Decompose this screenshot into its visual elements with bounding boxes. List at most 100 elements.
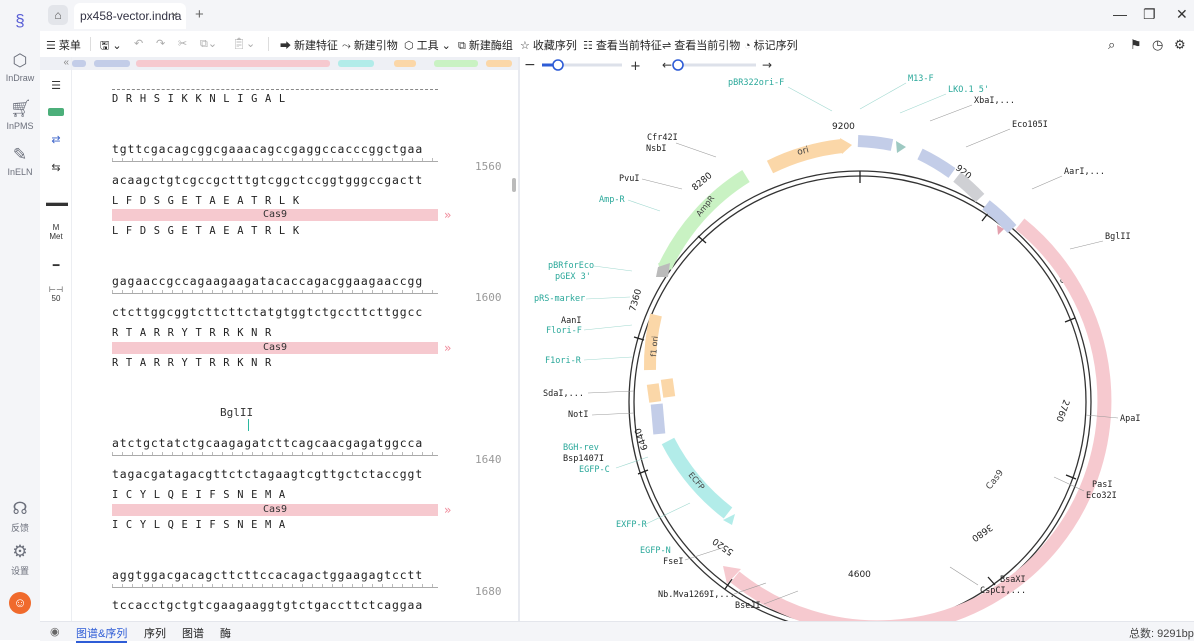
feature-arc-ori[interactable] (766, 139, 843, 174)
map-label[interactable]: Flori-F (546, 326, 582, 336)
add-tab-icon[interactable]: + (195, 6, 204, 23)
rail-item-indraw[interactable]: ⬡ InDraw (0, 52, 40, 84)
zoom-in-icon[interactable]: + (630, 59, 641, 74)
feedback-button[interactable]: ☊ 反馈 (0, 500, 40, 534)
rotate-right-icon[interactable]: → (762, 58, 772, 72)
map-label[interactable]: pBRforEco (548, 261, 594, 271)
feature-arc-promoter[interactable] (917, 148, 956, 178)
map-label[interactable]: PvuI (619, 174, 639, 184)
collapse-icon[interactable]: « (40, 57, 71, 70)
zoom-slider[interactable]: − + (524, 57, 641, 74)
feature-bar-cas9[interactable]: Cas9 (112, 504, 438, 516)
tab-sequence[interactable]: 序列 (144, 628, 166, 640)
tools-dropdown[interactable]: ⬡工具 ⌄ (404, 40, 451, 52)
scale-tool[interactable]: ⊢⊣50 (46, 285, 66, 303)
map-label[interactable]: Eco32I (1086, 491, 1117, 501)
feature-arc-cas9[interactable] (730, 218, 1112, 635)
map-label[interactable]: Amp-R (599, 195, 625, 205)
map-label[interactable]: Eco105I (1012, 120, 1048, 130)
map-label[interactable]: XbaI,... (974, 96, 1015, 106)
new-primer-button[interactable]: ⤳新建引物 (342, 37, 398, 53)
map-label[interactable]: PasI (1092, 480, 1112, 490)
new-feature-button[interactable]: ⮕新建特征 (280, 37, 338, 53)
map-label[interactable]: pRS-marker (534, 294, 585, 304)
rotate-slider[interactable]: ← → (662, 58, 772, 72)
reverse-strand[interactable]: ctcttggcggtcttcttctatgtggtctgccttcttggcc (112, 305, 424, 319)
history-icon[interactable]: ◷ (1152, 37, 1164, 52)
plasmid-map-panel[interactable]: − + ← → 9200 920 1840 (520, 57, 1194, 635)
map-label[interactable]: Nb.Mva1269I,... (658, 590, 735, 600)
sequence-minimap[interactable] (72, 57, 518, 70)
bookmark-icon[interactable]: ⚑ (1130, 37, 1142, 52)
avatar[interactable]: ☺ (0, 592, 40, 617)
map-label[interactable]: F1ori-R (545, 356, 582, 366)
map-label[interactable]: BseJI (735, 601, 761, 611)
home-button[interactable]: ⌂ (48, 5, 68, 25)
cut-button[interactable]: ✂ (178, 37, 187, 50)
map-label[interactable]: CspCI,... (980, 586, 1026, 596)
strand-tool[interactable]: ▬▬ (46, 197, 68, 209)
feature-arc-grey[interactable] (953, 172, 985, 203)
tab-map-sequence[interactable]: 图谱&序列 (76, 625, 128, 643)
sequence-panel[interactable]: D R H S I K K N L I G A L tgttcgacagcggc… (72, 57, 518, 621)
feature-block[interactable] (650, 403, 666, 435)
rail-item-ineln[interactable]: ✎ InELN (0, 146, 40, 178)
rotate-left-icon[interactable]: ← (662, 58, 672, 72)
map-label[interactable]: FseI (663, 557, 683, 567)
paste-button[interactable]: 📋︎⌄ (232, 37, 255, 50)
forward-strand[interactable]: tgttcgacagcggcgaaacagccgaggccacccggctgaa (112, 142, 424, 156)
plasmid-map-svg[interactable]: − + ← → 9200 920 1840 (520, 57, 1194, 635)
undo-button[interactable]: ↶ (134, 37, 143, 50)
tab-close-icon[interactable]: × (171, 8, 179, 22)
reverse-strand[interactable]: tccacctgctgtcgaagaaggtgtctgaccttctcaggaa (112, 598, 424, 612)
save-button[interactable]: 🖫︎ ⌄ (100, 37, 122, 56)
primer-tool[interactable]: ⇄ (46, 133, 66, 146)
new-enzyme-button[interactable]: ⧉新建酶组 (458, 37, 513, 53)
forward-strand[interactable]: gagaaccgccagaagaagatacaccagacggaagaaccgg (112, 274, 424, 288)
map-label[interactable]: pBR322ori-F (728, 78, 784, 88)
feature-bar-cas9[interactable]: Cas9 (112, 342, 438, 354)
settings-icon[interactable]: ⚙ (1174, 37, 1186, 52)
align-lines-tool[interactable]: ☰ (46, 79, 66, 92)
redo-button[interactable]: ↷ (156, 37, 165, 50)
app-logo[interactable]: § (0, 12, 40, 33)
map-label[interactable]: ApaI (1120, 414, 1140, 424)
tab-enzymes[interactable]: 酶 (220, 628, 231, 640)
view-features-button[interactable]: ☷查看当前特征 (583, 37, 662, 53)
reverse-strand[interactable]: tagacgatagacgttctctagaagtcgttgctctaccggt (112, 467, 424, 481)
reverse-strand[interactable]: acaagctgtcgccgctttgtcggctccggtgggccgactt (112, 173, 424, 187)
forward-strand[interactable]: aggtggacgacagcttcttccacagactggaagagtcctt (112, 568, 424, 582)
map-label[interactable]: BsaXI (1000, 575, 1026, 585)
restore-icon[interactable]: ❐ (1143, 6, 1156, 22)
eye-icon[interactable]: ◉ (50, 626, 60, 638)
map-label[interactable]: LKO.1 5' (948, 85, 989, 95)
mark-seq-button[interactable]: ◔标记序列 (744, 37, 798, 53)
map-label[interactable]: BGH-rev (563, 443, 599, 453)
feature-arc-promoter[interactable] (982, 200, 1017, 234)
map-label[interactable]: Bsp1407I (563, 454, 604, 464)
panel-divider[interactable] (518, 57, 520, 621)
favorite-seq-button[interactable]: ☆收藏序列 (520, 37, 577, 53)
map-label[interactable]: EXFP-R (616, 520, 648, 530)
enzyme-site-label[interactable]: BglII (220, 406, 254, 419)
rail-item-inpms[interactable]: 🛒︎ InPMS (0, 100, 40, 132)
feature-arc-promoter[interactable] (857, 135, 894, 151)
feature-arc-f1ori[interactable] (643, 313, 662, 371)
ruler-tool[interactable]: ━ (46, 259, 66, 272)
menu-button[interactable]: ☰菜单 (46, 37, 81, 53)
map-label[interactable]: EGFP-N (640, 546, 671, 556)
map-label[interactable]: pGEX 3' (555, 272, 591, 282)
feature-block[interactable] (646, 383, 662, 403)
feature-block[interactable] (660, 378, 676, 398)
forward-strand[interactable]: atctgctatctgcaagagatcttcagcaacgagatggcca (112, 436, 424, 450)
feature-arc-ecfp[interactable] (661, 437, 733, 519)
map-label[interactable]: Cfr42I (647, 133, 678, 143)
settings-button[interactable]: ⚙ 设置 (0, 543, 40, 577)
map-label[interactable]: AanI (561, 316, 581, 326)
orf-tool[interactable]: ⇆ (46, 161, 66, 174)
feature-tool[interactable] (46, 107, 66, 119)
map-label[interactable]: AarI,... (1064, 167, 1105, 177)
map-label[interactable]: SdaI,... (543, 389, 584, 399)
view-primers-button[interactable]: ⇌查看当前引物 (662, 37, 740, 53)
